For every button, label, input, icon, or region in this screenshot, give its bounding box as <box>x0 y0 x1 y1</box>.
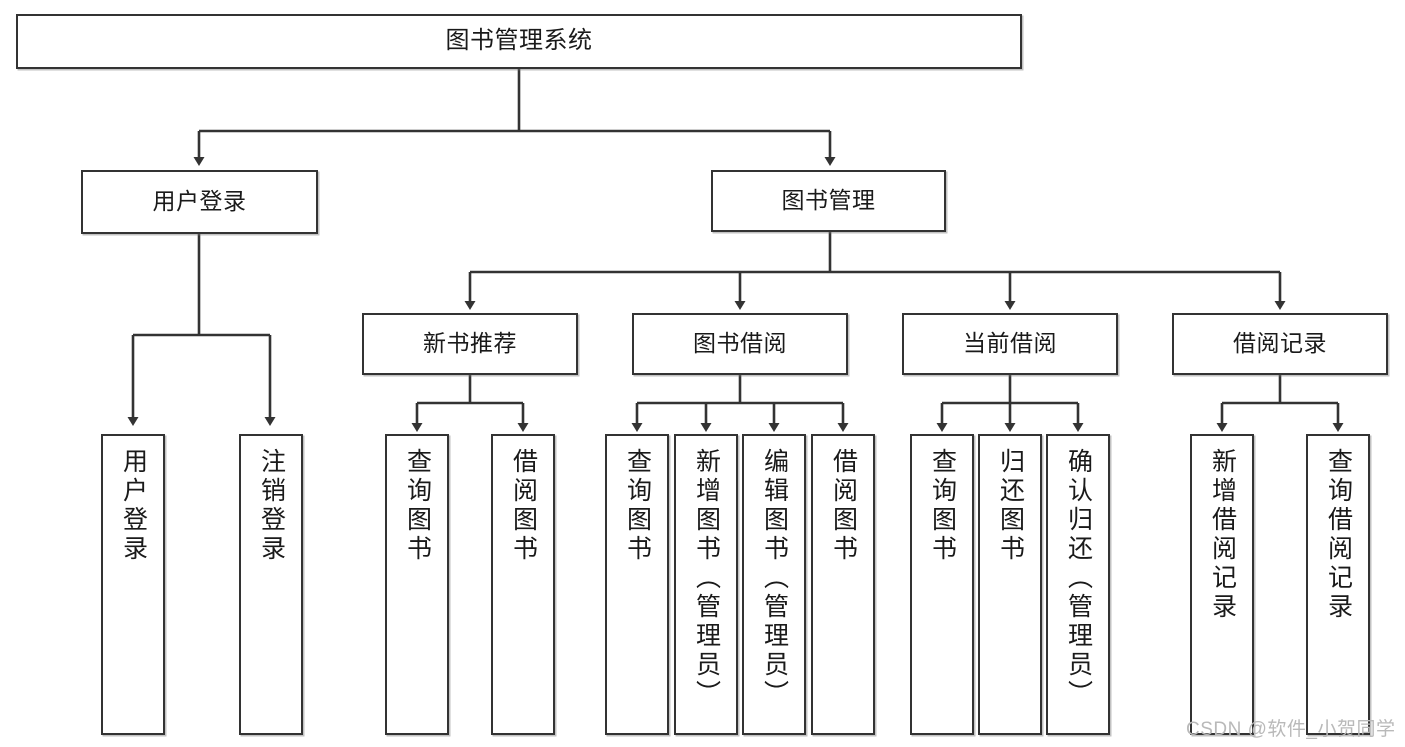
node-book-borrow-label: 图书借阅 <box>693 330 787 357</box>
node-book-management[interactable]: 图书管理 <box>711 170 946 232</box>
leaf-new-book-query-label: 查询图书 <box>403 448 432 564</box>
leaf-record-query-label: 查询借阅记录 <box>1324 448 1353 622</box>
leaf-new-book-borrow[interactable]: 借阅图书 <box>491 434 555 735</box>
leaf-record-query[interactable]: 查询借阅记录 <box>1306 434 1370 735</box>
leaf-borrow-query-book-label: 查询图书 <box>623 448 652 564</box>
leaf-record-add[interactable]: 新增借阅记录 <box>1190 434 1254 735</box>
leaf-user-login-login[interactable]: 用户登录 <box>101 434 165 735</box>
node-root-system-label: 图书管理系统 <box>445 27 593 55</box>
leaf-new-book-query[interactable]: 查询图书 <box>385 434 449 735</box>
leaf-current-query-book[interactable]: 查询图书 <box>910 434 974 735</box>
leaf-borrow-edit-book[interactable]: 编辑图书（管理员） <box>742 434 806 735</box>
node-new-book-recommend-label: 新书推荐 <box>423 330 517 357</box>
leaf-current-return-book[interactable]: 归还图书 <box>978 434 1042 735</box>
leaf-user-login-logout[interactable]: 注销登录 <box>239 434 303 735</box>
node-book-borrow[interactable]: 图书借阅 <box>632 313 848 375</box>
leaf-borrow-add-book[interactable]: 新增图书（管理员） <box>674 434 738 735</box>
node-borrow-record-label: 借阅记录 <box>1233 330 1327 357</box>
node-current-borrow[interactable]: 当前借阅 <box>902 313 1118 375</box>
node-borrow-record[interactable]: 借阅记录 <box>1172 313 1388 375</box>
leaf-borrow-borrow-book-label: 借阅图书 <box>829 448 858 564</box>
node-book-management-label: 图书管理 <box>781 187 876 214</box>
leaf-current-confirm-return[interactable]: 确认归还（管理员） <box>1046 434 1110 735</box>
leaf-borrow-add-book-label: 新增图书（管理员） <box>692 448 721 709</box>
leaf-current-return-book-label: 归还图书 <box>996 448 1025 564</box>
node-user-login[interactable]: 用户登录 <box>81 170 318 234</box>
watermark-text: CSDN @软件_小贺同学 <box>1186 719 1396 740</box>
node-new-book-recommend[interactable]: 新书推荐 <box>362 313 578 375</box>
leaf-current-query-book-label: 查询图书 <box>928 448 957 564</box>
leaf-record-add-label: 新增借阅记录 <box>1208 448 1237 622</box>
node-current-borrow-label: 当前借阅 <box>963 330 1057 357</box>
node-user-login-label: 用户登录 <box>152 188 247 215</box>
leaf-borrow-borrow-book[interactable]: 借阅图书 <box>811 434 875 735</box>
node-root-system[interactable]: 图书管理系统 <box>16 14 1022 69</box>
leaf-borrow-query-book[interactable]: 查询图书 <box>605 434 669 735</box>
leaf-user-login-logout-label: 注销登录 <box>257 448 286 564</box>
leaf-new-book-borrow-label: 借阅图书 <box>509 448 538 564</box>
leaf-borrow-edit-book-label: 编辑图书（管理员） <box>760 448 789 709</box>
leaf-current-confirm-return-label: 确认归还（管理员） <box>1064 448 1093 709</box>
leaf-user-login-login-label: 用户登录 <box>119 448 148 564</box>
